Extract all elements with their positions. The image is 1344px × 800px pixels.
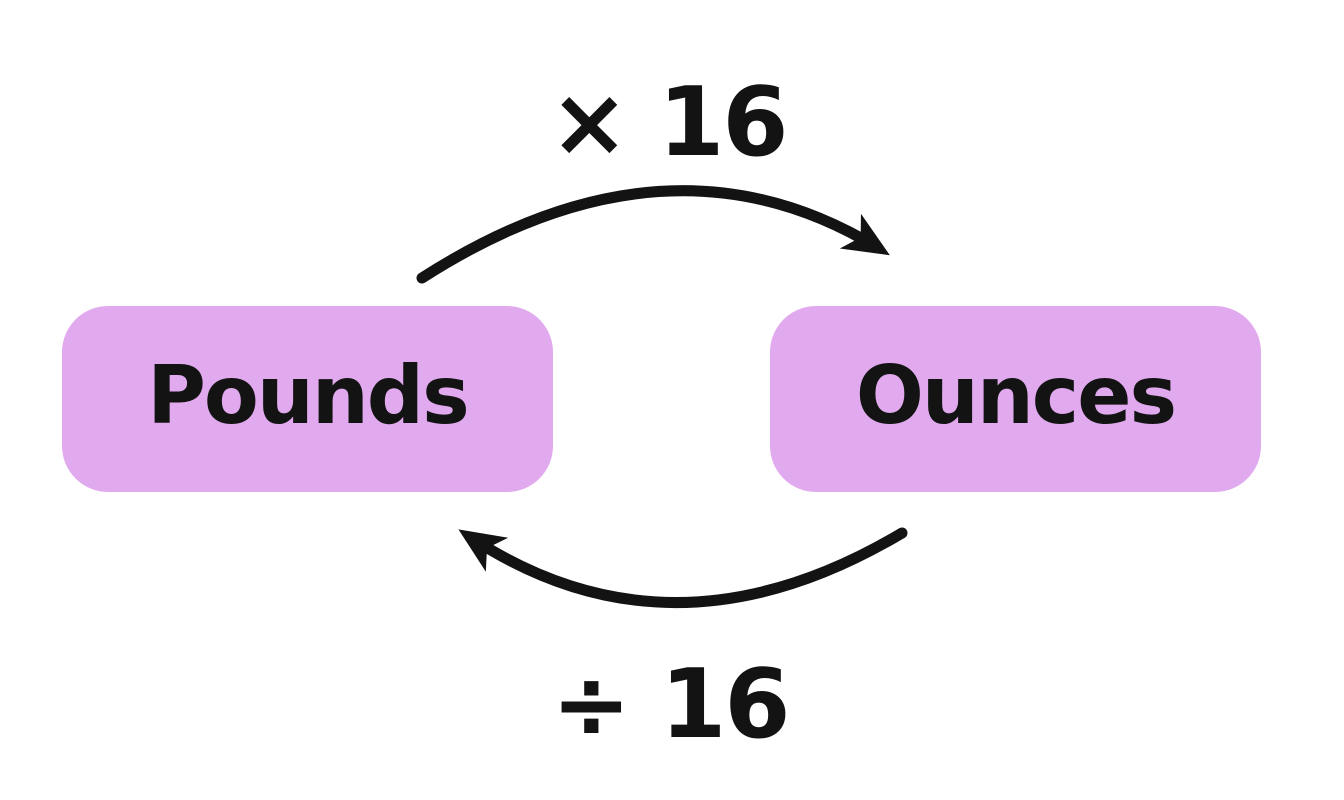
bottom-arrow-ounces-to-pounds (458, 527, 908, 608)
top-arrow-pounds-to-ounces (416, 185, 890, 284)
pounds-label: Pounds (147, 349, 469, 442)
divide-factor-label: ÷ 16 (551, 650, 791, 760)
pounds-box: Pounds (62, 306, 553, 492)
multiply-factor-label: × 16 (549, 68, 789, 178)
ounces-label: Ounces (855, 349, 1177, 442)
ounces-box: Ounces (770, 306, 1261, 492)
